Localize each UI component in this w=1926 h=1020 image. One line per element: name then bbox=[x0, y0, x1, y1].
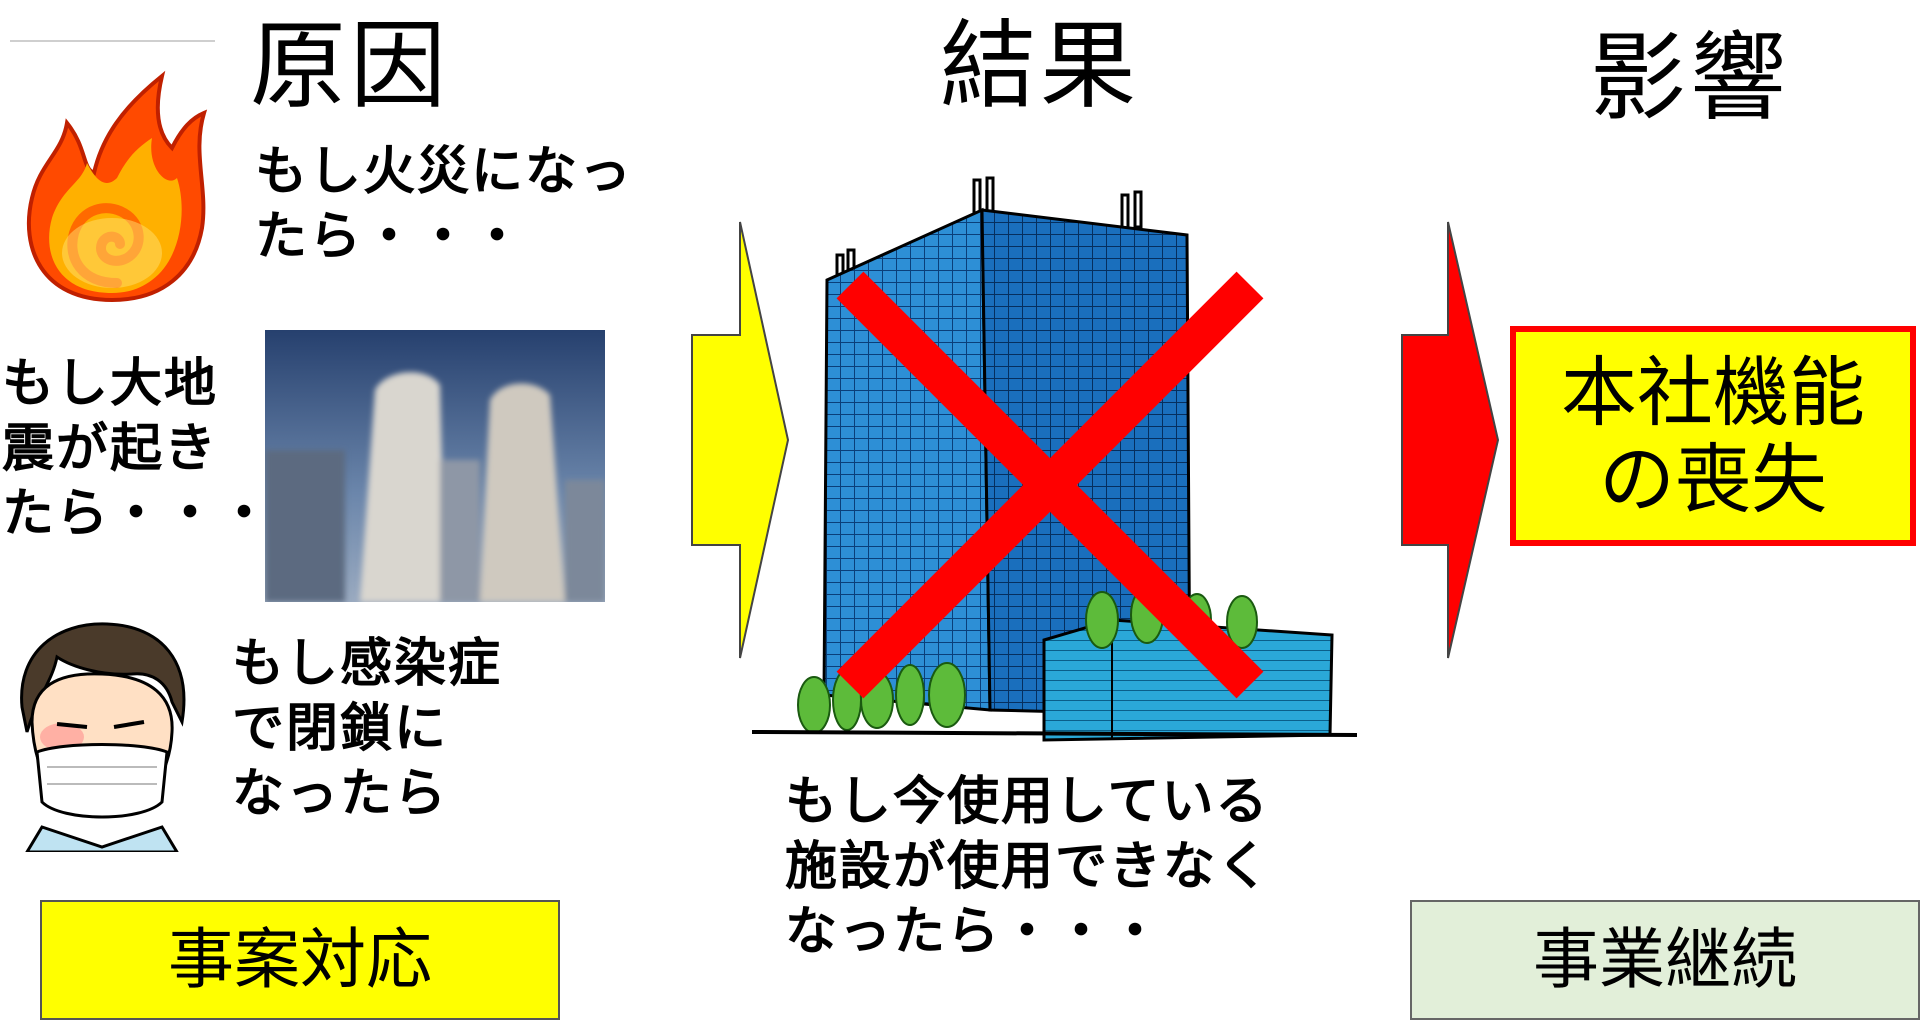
result-line-3: なったら・・・ bbox=[785, 902, 1164, 962]
result-line-1: もし今使用している bbox=[785, 772, 1270, 832]
impact-line-2: の喪失 bbox=[1599, 435, 1827, 524]
cause-earthquake-line-1: もし大地 bbox=[2, 354, 219, 414]
cause-earthquake-line-3: たら・・・ bbox=[2, 484, 273, 544]
heading-result: 結果 bbox=[940, 10, 1140, 122]
footer-business-continuity: 事業継続 bbox=[1410, 900, 1920, 1020]
cause-infection-line-2: で閉鎖に bbox=[232, 699, 449, 759]
heading-cause: 原因 bbox=[250, 10, 450, 122]
impact-box: 本社機能 の喪失 bbox=[1510, 326, 1916, 546]
heading-impact: 影響 bbox=[1590, 22, 1790, 134]
cause-infection-text: もし感染症 で閉鎖に なったら bbox=[232, 632, 502, 827]
cause-earthquake-text: もし大地 震が起き たら・・・ bbox=[2, 352, 272, 547]
cross-mark bbox=[836, 271, 1264, 699]
result-text: もし今使用している 施設が使用できなく なったら・・・ bbox=[785, 770, 1271, 965]
cause-fire-line-1: もし火災になっ bbox=[255, 142, 634, 202]
impact-line-1: 本社機能 bbox=[1561, 347, 1865, 437]
cause-fire-line-2: たら・・・ bbox=[255, 207, 526, 267]
cause-earthquake-line-2: 震が起き bbox=[2, 419, 219, 479]
arrow-result-to-impact bbox=[1401, 221, 1500, 659]
cause-fire-text: もし火災になっ たら・・・ bbox=[255, 140, 633, 270]
footer-incident-response: 事案対応 bbox=[40, 900, 560, 1020]
arrow-cause-to-result bbox=[691, 221, 790, 659]
earthquake-buildings-image bbox=[265, 330, 605, 602]
masked-person-icon bbox=[20, 622, 186, 852]
divider-line bbox=[10, 40, 215, 42]
fire-icon bbox=[26, 70, 208, 303]
result-line-2: 施設が使用できなく bbox=[785, 837, 1272, 897]
cause-infection-line-1: もし感染症 bbox=[232, 634, 503, 694]
cause-infection-line-3: なったら bbox=[232, 764, 449, 824]
